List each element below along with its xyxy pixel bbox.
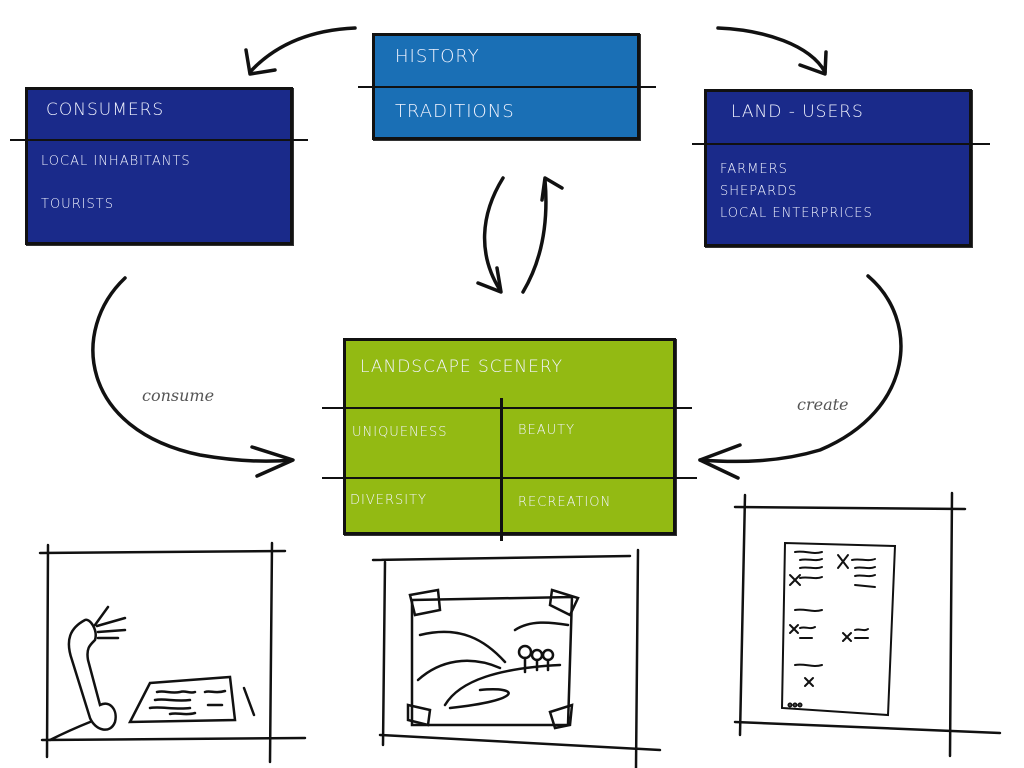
arrow-landscape-to-history — [521, 176, 564, 294]
consume-label: consume — [142, 386, 215, 405]
land-users-title: LAND - USERS — [731, 102, 864, 122]
arrow-consume — [91, 276, 295, 478]
land-users-item: FARMERS — [720, 162, 788, 177]
arrow-create — [698, 274, 903, 480]
consumers-item: LOCAL INHABITANTS — [41, 154, 191, 169]
landscape-divider-top — [322, 407, 692, 409]
landscape-cell-beauty: BEAUTY — [518, 423, 576, 438]
sketch-telephone-and-notes — [38, 541, 307, 764]
landscape-cell-uniqueness: UNIQUENESS — [352, 425, 448, 440]
consumers-title: CONSUMERS — [46, 100, 165, 120]
telephone-icon — [48, 605, 127, 742]
landscape-divider-vertical — [500, 398, 503, 541]
arrow-history-to-consumers — [244, 26, 357, 76]
sketch-questionnaire-sheet — [733, 491, 1002, 758]
consumers-item: TOURISTS — [41, 197, 114, 212]
landscape-cell-diversity: DIVERSITY — [350, 493, 427, 508]
landscape-scenery-box: LANDSCAPE SCENERY UNIQUENESS BEAUTY DIVE… — [343, 338, 676, 535]
landscape-title: LANDSCAPE SCENERY — [360, 357, 563, 377]
landscape-photo-icon — [406, 588, 580, 730]
traditions-label: TRADITIONS — [395, 101, 515, 122]
create-label: create — [797, 395, 849, 414]
history-divider — [358, 86, 656, 88]
questionnaire-icon — [780, 541, 897, 717]
sketch-taped-landscape-photo — [371, 548, 662, 768]
land-users-item: LOCAL ENTERPRICES — [720, 206, 873, 221]
arrow-history-to-land-users — [716, 26, 828, 76]
arrow-history-to-landscape — [476, 176, 505, 294]
landscape-divider-middle — [322, 477, 697, 479]
consumers-box: CONSUMERS LOCAL INHABITANTS TOURISTS — [25, 87, 293, 245]
history-label: HISTORY — [395, 46, 480, 67]
notes-paper-icon — [127, 675, 256, 724]
consumers-divider — [10, 139, 308, 141]
land-users-divider — [692, 143, 990, 145]
land-users-item: SHEPARDS — [720, 184, 798, 199]
landscape-cell-recreation: RECREATION — [518, 495, 612, 510]
land-users-box: LAND - USERS FARMERS SHEPARDS LOCAL ENTE… — [704, 89, 972, 247]
